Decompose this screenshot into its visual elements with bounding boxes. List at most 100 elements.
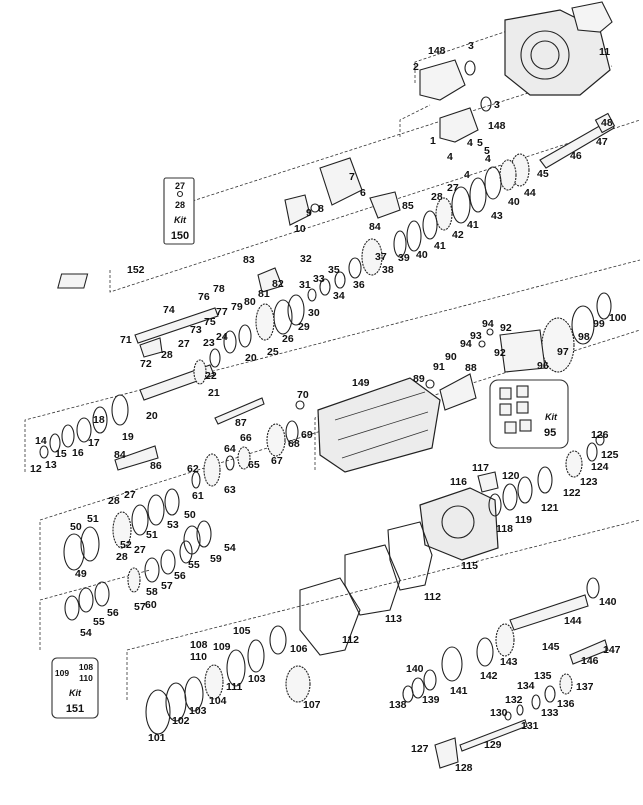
callout-label: 123 <box>580 476 598 488</box>
callout-label: 17 <box>88 437 100 449</box>
callout-label: 51 <box>146 529 158 541</box>
callout-label: 72 <box>140 358 152 370</box>
callout-label: 138 <box>389 699 407 711</box>
callout-label: 77 <box>216 306 228 318</box>
callout-label: 28 <box>161 349 173 361</box>
callout-label: 8 <box>318 203 324 215</box>
planetary-assembly <box>425 292 612 411</box>
callout-label: 11 <box>599 46 610 58</box>
callout-label: 89 <box>413 373 425 385</box>
kit-95-box <box>489 379 569 449</box>
callout-label: 92 <box>500 322 512 334</box>
callout-label: 36 <box>353 279 365 291</box>
callout-label: 148 <box>488 120 506 132</box>
callout-label: 131 <box>521 720 539 732</box>
callout-label: 70 <box>297 389 309 401</box>
callout-label: 99 <box>593 318 605 330</box>
callout-labels: 3 148 11 2 3 148 1 4 5 5 4 4 4 47 48 46 … <box>30 40 627 774</box>
callout-label: 27 <box>124 489 136 501</box>
callout-label: 29 <box>298 321 310 333</box>
callout-label: 54 <box>224 542 236 554</box>
callout-label: 22 <box>205 370 217 382</box>
callout-label: 61 <box>192 490 204 502</box>
kit-150-part-top: 27 <box>175 181 185 191</box>
callout-label: 33 <box>313 273 325 285</box>
callout-label: 140 <box>406 663 424 675</box>
callout-label: 67 <box>271 455 283 467</box>
callout-label: 145 <box>542 641 560 653</box>
callout-label: 140 <box>599 596 617 608</box>
callout-label: 27 <box>178 338 190 350</box>
callout-label: 16 <box>72 447 84 459</box>
callout-label: 52 <box>120 539 132 551</box>
kit-150-text: 27 28 Kit 150 <box>171 181 189 242</box>
callout-label: 50 <box>184 509 196 521</box>
callout-label: 27 <box>447 182 459 194</box>
callout-label: 35 <box>328 264 340 276</box>
callout-label: 63 <box>224 484 236 496</box>
kit-151-box <box>51 657 99 719</box>
callout-label: 30 <box>308 307 320 319</box>
callout-label: 111 <box>226 681 243 693</box>
callout-label: 120 <box>502 470 520 482</box>
callout-label: 113 <box>385 613 402 625</box>
kit-151-label: Kit <box>69 688 82 698</box>
kit-95-number: 95 <box>544 427 556 439</box>
callout-label: 58 <box>146 586 158 598</box>
callout-label: 84 <box>114 449 126 461</box>
callout-label: 20 <box>146 410 158 422</box>
callout-label: 62 <box>187 463 199 475</box>
callout-label: 75 <box>204 316 216 328</box>
kit-151-part-c: 110 <box>79 673 93 683</box>
callout-label: 102 <box>172 715 190 727</box>
callout-label: 132 <box>505 694 523 706</box>
callout-label: 50 <box>70 521 82 533</box>
callout-label: 147 <box>603 644 621 656</box>
callout-label: 69 <box>301 429 313 441</box>
callout-label: 41 <box>434 240 446 252</box>
callout-label: 116 <box>450 476 467 488</box>
callout-label: 105 <box>233 625 251 637</box>
callout-label: 56 <box>107 607 119 619</box>
callout-label: 51 <box>87 513 99 525</box>
callout-label: 65 <box>248 459 260 471</box>
callout-label: 9 <box>306 207 312 219</box>
rear-housing-115 <box>419 487 499 561</box>
callout-label: 28 <box>116 551 128 563</box>
kit-95-text: Kit 95 <box>544 412 558 439</box>
callout-label: 39 <box>398 252 410 264</box>
callout-label: 14 <box>35 435 47 447</box>
callout-label: 59 <box>210 553 222 565</box>
callout-label: 68 <box>288 438 300 450</box>
output-shaft-row <box>402 577 609 769</box>
callout-label: 73 <box>190 324 202 336</box>
callout-label: 109 <box>213 641 231 653</box>
callout-label: 134 <box>517 680 535 692</box>
kit-151-number: 151 <box>66 703 84 715</box>
callout-label: 3 <box>468 40 474 52</box>
callout-label: 110 <box>190 651 207 663</box>
callout-label: 44 <box>524 187 536 199</box>
callout-label: 10 <box>294 223 306 235</box>
callout-label: 86 <box>150 460 162 472</box>
clutch-housing-11 <box>504 1 613 96</box>
callout-label: 96 <box>537 360 549 372</box>
callout-label: 34 <box>333 290 345 302</box>
callout-label: 64 <box>224 443 236 455</box>
callout-label: 28 <box>108 495 120 507</box>
callout-label: 6 <box>360 187 366 199</box>
callout-label: 40 <box>508 196 520 208</box>
callout-label: 37 <box>375 251 387 263</box>
callout-label: 24 <box>216 331 228 343</box>
output-row-116-126 <box>477 434 605 517</box>
callout-label: 5 <box>477 137 483 149</box>
callout-label: 124 <box>591 461 609 473</box>
callout-label: 129 <box>484 739 502 751</box>
callout-label: 117 <box>472 462 489 474</box>
callout-label: 152 <box>127 264 145 276</box>
callout-label: 25 <box>267 346 279 358</box>
mainshaft-row <box>134 238 383 401</box>
callout-label: 88 <box>465 362 477 374</box>
callout-label: 4 <box>447 151 453 163</box>
callout-label: 135 <box>534 670 552 682</box>
